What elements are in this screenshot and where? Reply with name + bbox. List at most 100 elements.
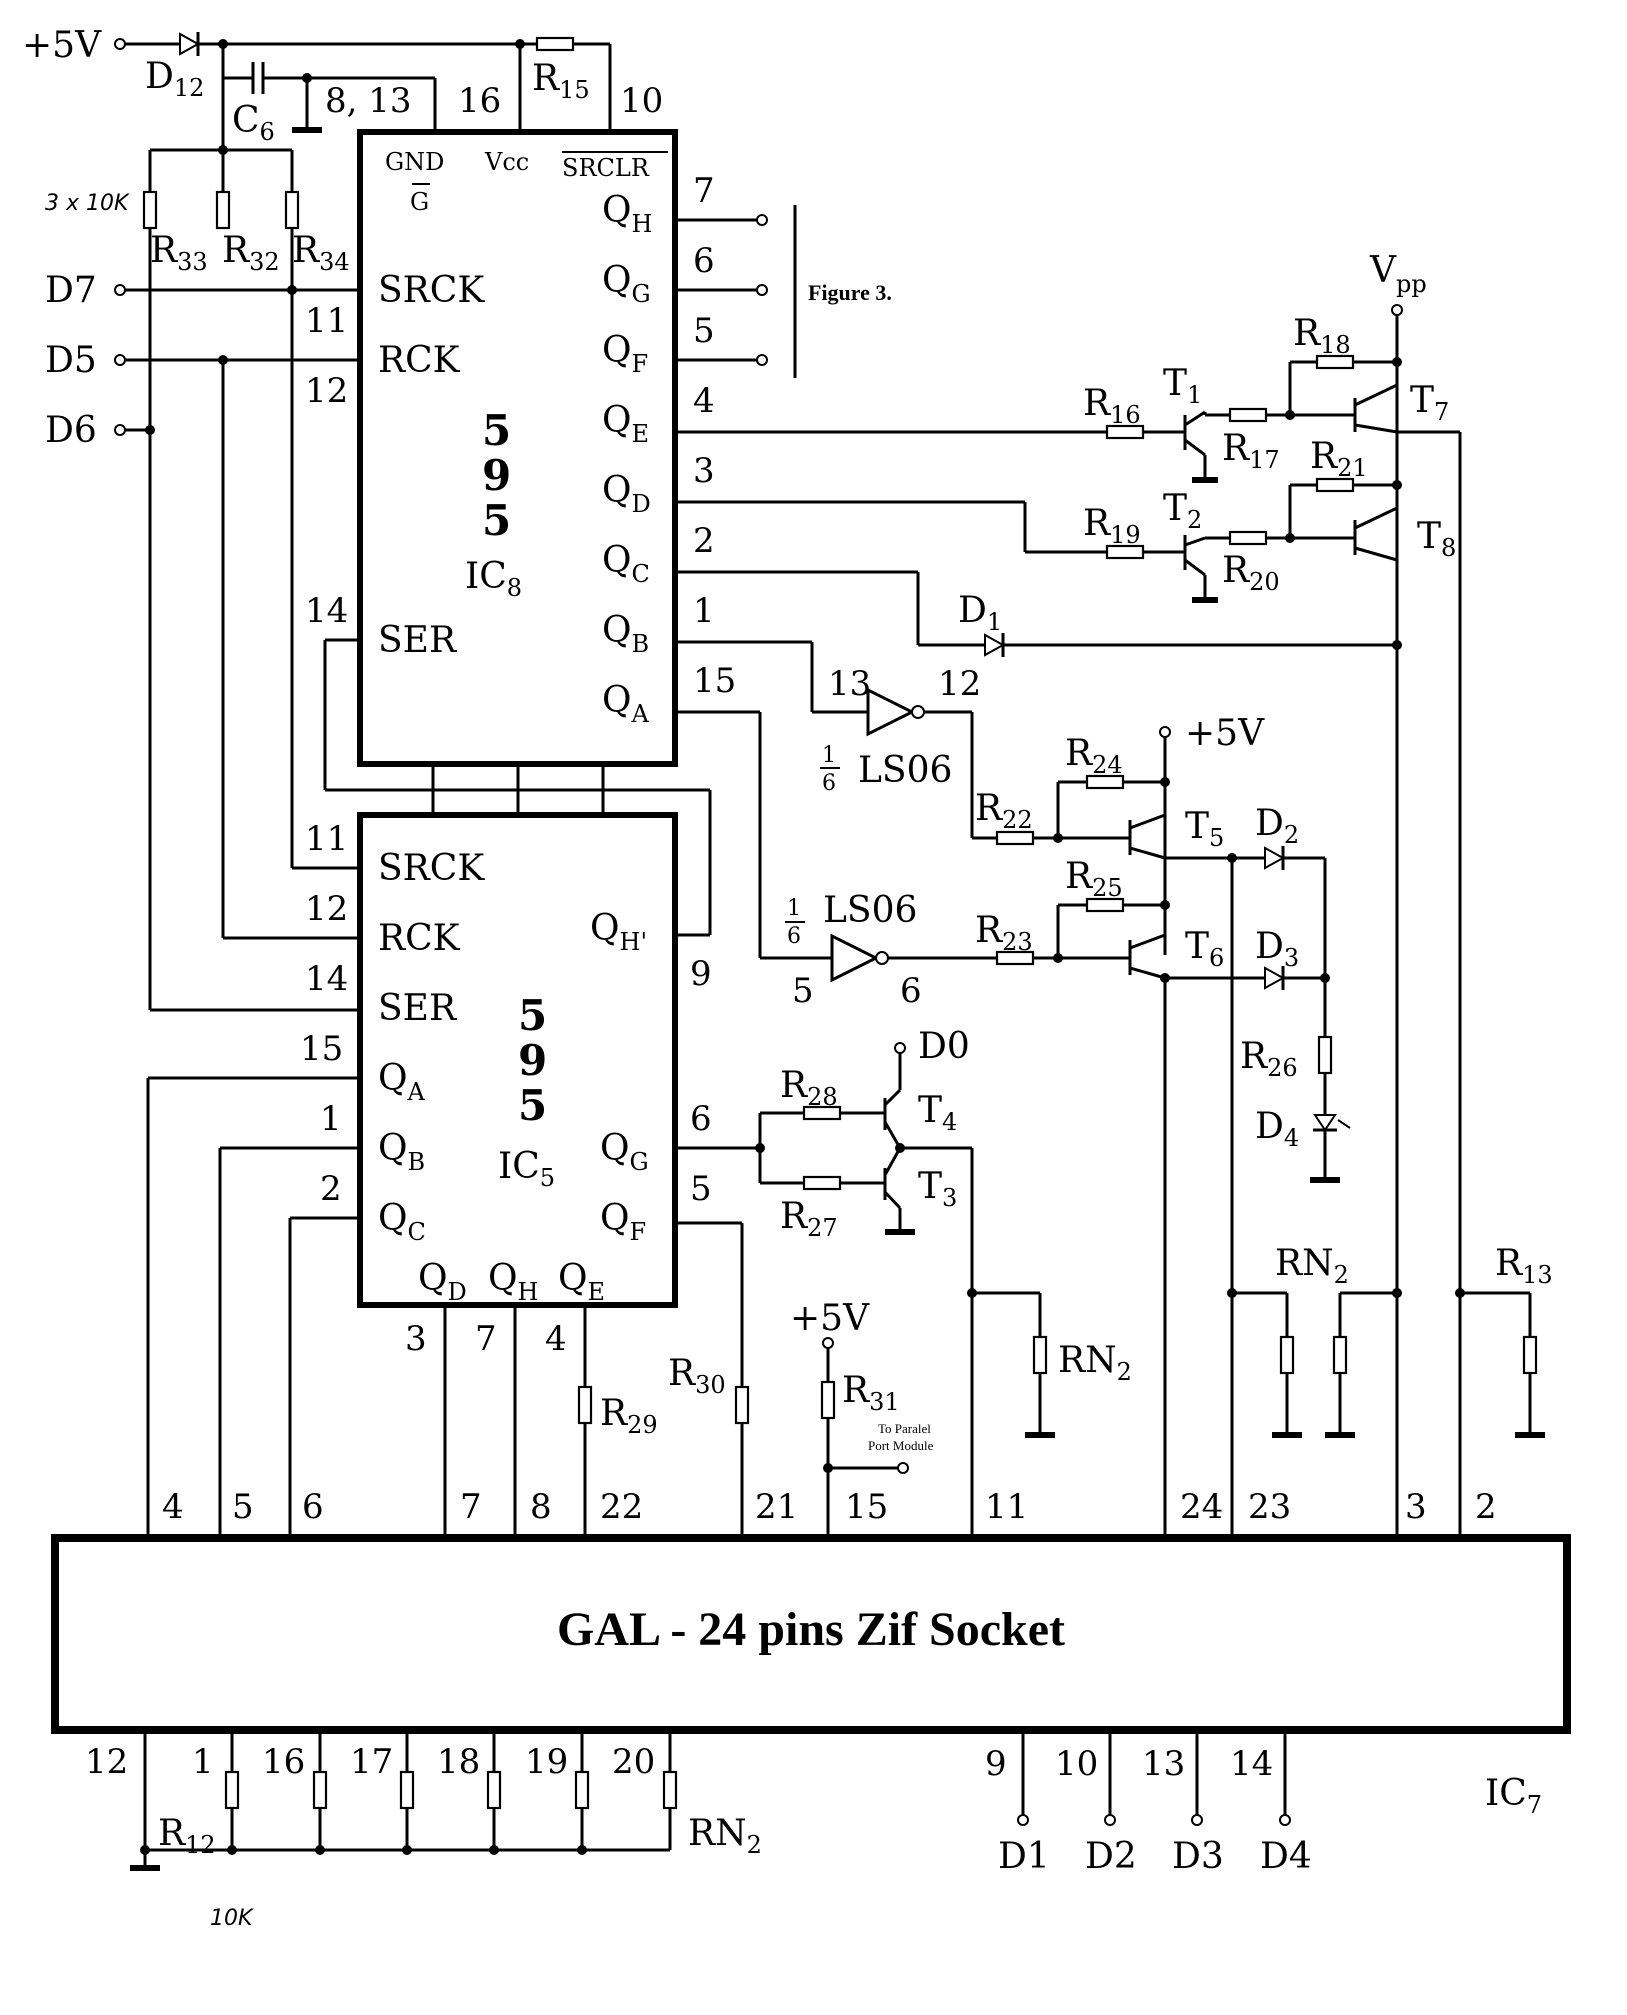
r17-label: R17 [1222,428,1280,474]
inverter1-label: LS06 [858,750,952,791]
ic8-part-5b: 5 [482,496,511,545]
r33-resistor [142,190,158,230]
svg-text:16: 16 [262,1742,305,1782]
d3-label: D3 [1255,926,1299,972]
c6-label: C6 [232,100,275,146]
top-supply: +5V D12 R15 C6 8, 13 16 10 [22,25,663,200]
rn2-resistor-b [1279,1335,1295,1375]
ic8-id: IC8 [465,556,522,602]
svg-text:14: 14 [305,959,348,999]
ic8-right-nums: 7 6 5 4 3 2 1 15 [693,171,736,701]
ic5: SRCK RCK SER QA QB QC 11 12 14 15 1 2 QH… [300,812,712,1359]
rn2-bottom-2 [399,1770,415,1810]
svg-text:5: 5 [690,1169,712,1209]
zif-top-pin-numbers: 4 5 6 7 8 22 21 15 11 24 23 3 2 [162,1487,1497,1527]
r20-label: R20 [1222,550,1280,596]
ic8-qh: QH [602,190,652,238]
svg-text:8: 8 [530,1487,552,1527]
r26-resistor [1317,1035,1333,1075]
svg-text:6: 6 [822,771,836,796]
ic5-qb-label: QB [378,1128,425,1176]
svg-text:12: 12 [85,1742,128,1782]
svg-text:3: 3 [693,451,715,491]
rn2-bottom-5 [662,1770,678,1810]
r17-resistor [1228,407,1268,423]
svg-text:20: 20 [612,1742,655,1782]
ic5-part-5b: 5 [518,1081,547,1130]
inverter2-label: LS06 [823,890,917,931]
d4-led [1313,1114,1337,1132]
d3-diode [1264,966,1286,990]
svg-text:2: 2 [1475,1487,1497,1527]
ic5-rck-label: RCK [378,918,461,959]
output-d2: D2 [1085,1836,1137,1877]
r24-label: R24 [1065,733,1123,779]
r21-label: R21 [1310,436,1368,482]
output-d4: D4 [1260,1836,1312,1877]
ic8-gnd-pinnum: 8, 13 [325,81,412,121]
r32-resistor [215,190,231,230]
ic8-vcc-label: Vcc [484,148,529,176]
to-parallel-1: To Paralel [878,1421,931,1436]
ic8: GND G Vcc SRCLR SRCK RCK SER 11 12 14 QH… [305,129,736,767]
r30-label: R30 [668,1353,726,1399]
r15-resistor [535,36,575,52]
svg-text:2: 2 [320,1169,342,1209]
plus5v-terminal [114,38,126,50]
output-d3: D3 [1172,1836,1224,1877]
svg-text:17: 17 [350,1742,393,1782]
r27-resistor [802,1175,842,1191]
d0-section: R28 R27 D0 T4 T3 RN2 +5V R31 To [675,1026,1132,1538]
ic5-part-5a: 5 [518,991,547,1040]
ic5-part-9: 9 [518,1036,547,1085]
ic8-srck-num: 11 [305,301,348,341]
t1-label: T1 [1163,363,1202,409]
figure3-label: Figure 3. [808,280,892,305]
ic8-part-9: 9 [482,451,511,500]
svg-text:2: 2 [693,521,715,561]
to-parallel-2: Port Module [868,1438,934,1453]
r12-resistor [224,1770,240,1810]
ic5-srck-label: SRCK [378,848,485,889]
right-pulldowns: RN2 R13 [1227,1243,1553,1438]
ic8-qc: QC [602,540,650,588]
svg-text:3: 3 [405,1319,427,1359]
d1-label: D1 [958,590,1002,636]
cascade-wiring [150,360,712,1012]
svg-text:11: 11 [985,1487,1028,1527]
ic5-qh-label: QH [488,1258,538,1306]
d4-label: D4 [1255,1106,1299,1152]
ic5-to-zif: R29 R30 [146,1076,750,1538]
inverter1 [866,687,916,737]
ic8-rck-num: 12 [305,371,348,411]
handwritten-3x10k: 3 x 10K [45,191,130,216]
rn2-bottom-1 [312,1770,328,1810]
svg-text:7: 7 [693,171,715,211]
svg-text:1: 1 [787,896,801,921]
ic8-srck-label: SRCK [378,270,485,311]
r31-label: R31 [842,1370,900,1416]
ic8-rck-label: RCK [378,340,461,381]
zif-title: GAL - 24 pins Zif Socket [557,1603,1065,1656]
svg-text:7: 7 [475,1319,497,1359]
t3-label: T3 [918,1166,957,1212]
inverter2 [830,933,880,983]
svg-text:6: 6 [693,241,715,281]
r25-label: R25 [1065,856,1123,902]
vpp-section: Vpp R16 T1 R17 R18 T7 [675,250,1462,1538]
vpp-label: Vpp [1369,250,1427,298]
output-d1: D1 [998,1836,1050,1877]
plus5v-label: +5V [22,25,102,66]
ic8-qg: QG [602,260,651,308]
r29-label: R29 [600,1393,658,1439]
inverter-section: 13 12 1 6 LS06 5 6 1 6 LS06 +5V R22 R24 [675,640,1351,1538]
rn2-label-bottom: RN2 [688,1813,762,1859]
r22-label: R22 [975,788,1033,834]
ic5-ser-label: SER [378,988,457,1029]
ic8-right-labels: QH QG QF QE QD QC QB QA [602,190,652,728]
r30-resistor [734,1385,750,1425]
r26-label: R26 [1240,1036,1298,1082]
r34-resistor [284,190,300,230]
r15-label: R15 [532,58,590,104]
